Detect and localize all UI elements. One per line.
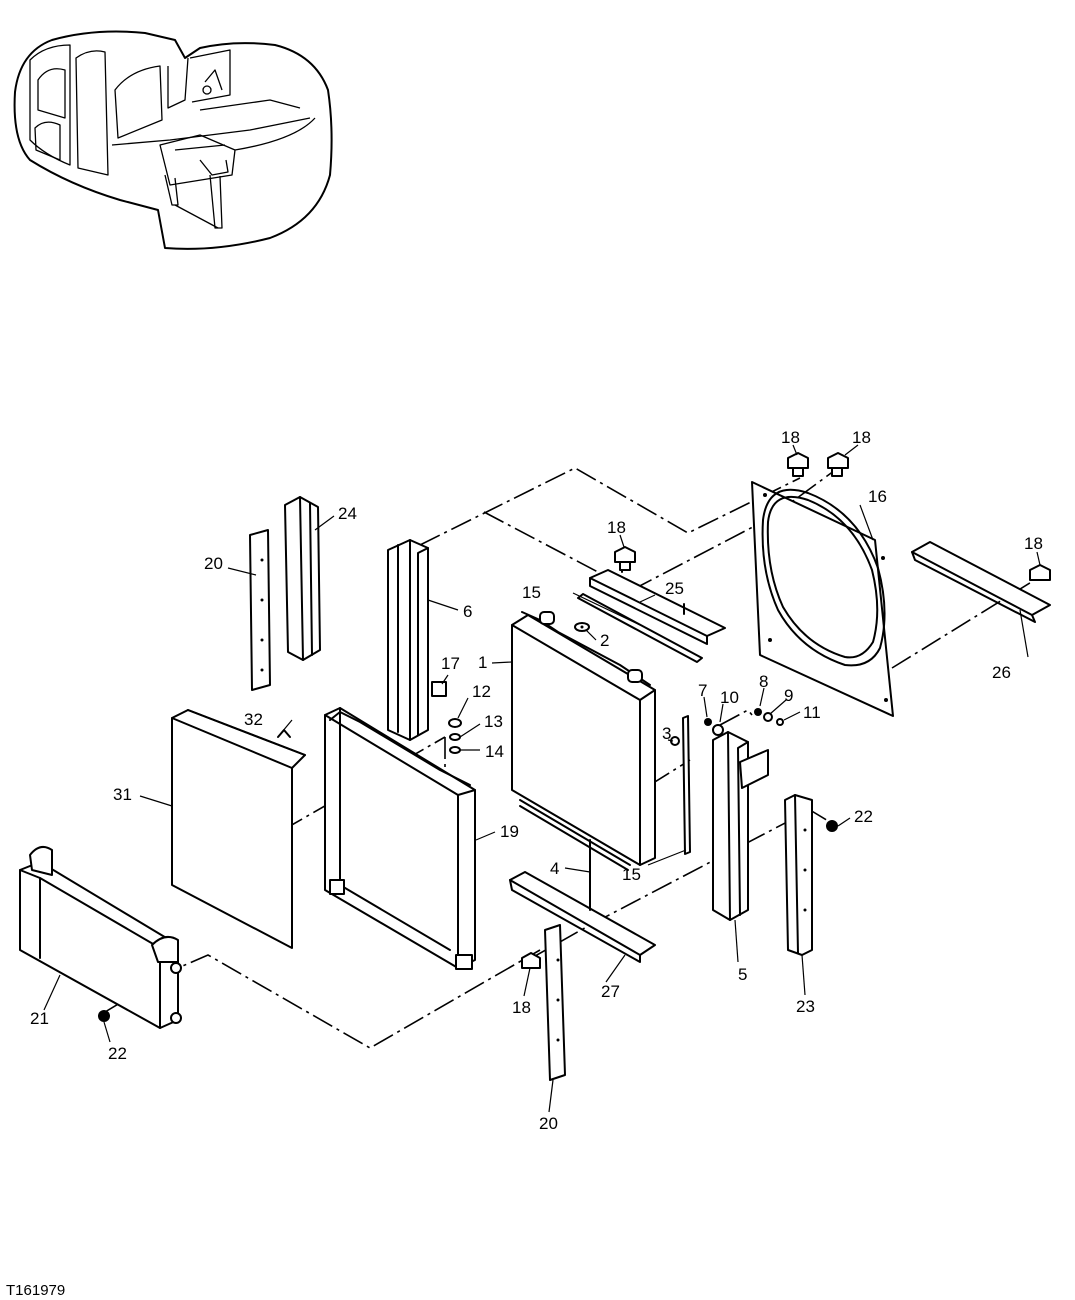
- callout-20-lower: 20: [539, 1114, 558, 1133]
- upper-seal-strip: [577, 593, 703, 663]
- callout-5: 5: [738, 965, 747, 984]
- callout-6: 6: [463, 602, 472, 621]
- radiator-core: [511, 611, 656, 871]
- lower-seal-strip: [682, 715, 691, 855]
- clip-32-icon: [277, 729, 291, 738]
- hardware-fasteners: [98, 452, 1051, 1022]
- washer-2-icon: [574, 622, 590, 632]
- hardware-8-9-11-icon: [754, 708, 784, 726]
- callout-3: 3: [662, 724, 671, 743]
- callout-18-e: 18: [512, 998, 531, 1017]
- callout-31: 31: [113, 785, 132, 804]
- cap-screw-18-top-left-icon: [787, 452, 809, 477]
- machine-overview-illustration: [13, 30, 333, 250]
- callout-18-c: 18: [607, 518, 626, 537]
- callout-2: 2: [600, 631, 609, 650]
- bolt-12-13-14-icon: [448, 718, 462, 754]
- callout-15-lower: 15: [622, 865, 641, 884]
- nut-22-right-icon: [826, 820, 838, 832]
- callout-13: 13: [484, 712, 503, 731]
- right-bracket-post: [712, 731, 769, 921]
- callout-22-right: 22: [854, 807, 873, 826]
- cap-screw-18-mid-icon: [614, 546, 636, 571]
- leader-lines: [43, 444, 1041, 1113]
- nut-22-left-icon: [98, 1010, 110, 1022]
- callout-11: 11: [803, 703, 821, 722]
- callout-26: 26: [992, 663, 1011, 682]
- upper-bracket-bar: [589, 557, 726, 645]
- hardware-7-10-icon: [704, 718, 724, 736]
- callout-22-left: 22: [108, 1044, 127, 1063]
- callout-4: 4: [550, 859, 559, 878]
- callout-1: 1: [478, 653, 487, 672]
- callout-18-a: 18: [781, 428, 800, 447]
- left-bracket-post: [387, 539, 447, 741]
- callout-8: 8: [759, 672, 768, 691]
- support-bar-right: [911, 541, 1051, 623]
- callout-27: 27: [601, 982, 620, 1001]
- callout-20-upper: 20: [204, 554, 223, 573]
- callout-32: 32: [244, 710, 263, 729]
- cap-screw-18-lower-icon: [521, 952, 541, 969]
- callout-16: 16: [868, 487, 887, 506]
- callout-14: 14: [485, 742, 504, 761]
- lower-channel-plate: [544, 924, 566, 1081]
- callout-9: 9: [784, 686, 793, 705]
- callout-labels: 1 2 3 4 5 6 7 8 9 10 11 12 13 14 15 15 1…: [30, 428, 1043, 1133]
- figure-id-label: T161979: [6, 1282, 65, 1299]
- callout-23: 23: [796, 997, 815, 1016]
- callout-18-d: 18: [1024, 534, 1043, 553]
- callout-15-upper: 15: [522, 583, 541, 602]
- side-cover-panel: [171, 709, 306, 949]
- callout-19: 19: [500, 822, 519, 841]
- right-channel-plate: [784, 794, 813, 956]
- left-channel-post: [284, 496, 321, 661]
- cap-screw-18-right-icon: [1029, 564, 1051, 581]
- left-channel-plate: [249, 529, 271, 691]
- callout-18-b: 18: [852, 428, 871, 447]
- charge-air-cooler: [19, 845, 182, 1029]
- oil-cooler-frame: [324, 707, 476, 970]
- lower-support-bar: [509, 871, 656, 963]
- fan-shroud: [751, 481, 894, 717]
- callout-12: 12: [472, 682, 491, 701]
- cap-screw-18-top-right-icon: [827, 452, 849, 477]
- callout-17: 17: [441, 654, 460, 673]
- callout-24: 24: [338, 504, 357, 523]
- callout-10: 10: [720, 688, 739, 707]
- callout-7: 7: [698, 681, 707, 700]
- callout-21: 21: [30, 1009, 49, 1028]
- callout-25: 25: [665, 579, 684, 598]
